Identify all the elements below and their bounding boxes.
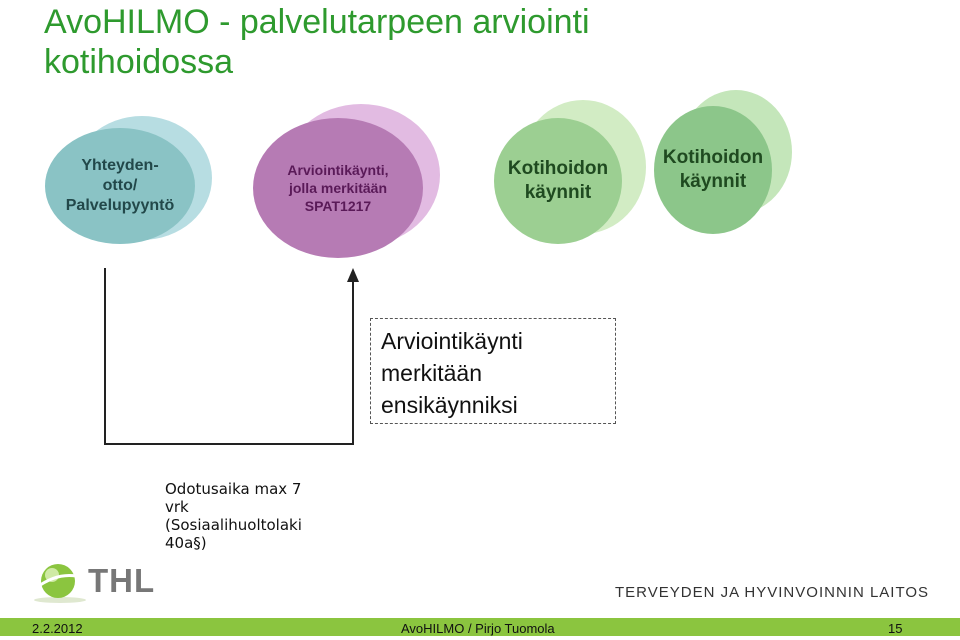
callout-line-1: Arviointikäynti [381, 328, 523, 354]
visits2-line-1: Kotihoidon [662, 147, 764, 168]
arrow-up-icon [347, 268, 359, 282]
timeline-left-line [104, 268, 106, 444]
assessment-step-line-2: jolla merkitään [288, 180, 388, 196]
visits-step-circle-1: Kotihoidon käynnit [494, 118, 622, 244]
footer-center-text: AvoHILMO / Pirjo Tuomola [401, 621, 555, 636]
assessment-step-line-1: Arviointikäynti, [287, 162, 389, 178]
timeline-bottom-line [104, 443, 354, 445]
note-line-4: 40a§) [165, 534, 207, 552]
title-line-2: kotihoidossa [44, 43, 234, 81]
contact-step-line-2: otto/ [102, 177, 138, 194]
thl-logo-icon [34, 564, 86, 603]
note-line-1: Odotusaika max 7 [165, 480, 302, 498]
title-line-1: AvoHILMO - palvelutarpeen arviointi [44, 3, 590, 41]
note-line-2: vrk [165, 498, 189, 516]
callout-line-2: merkitään [381, 360, 482, 386]
callout-line-3: ensikäynniksi [381, 392, 518, 418]
visits-step-circle-2: Kotihoidon käynnit [654, 106, 772, 234]
visits1-line-2: käynnit [524, 182, 592, 203]
footer-bar: 2.2.2012 AvoHILMO / Pirjo Tuomola 15 [0, 618, 960, 636]
waiting-time-note: Odotusaika max 7 vrk (Sosiaalihuoltolaki… [165, 480, 302, 552]
visits2-line-2: käynnit [679, 171, 747, 192]
callout-box: Arviointikäynti merkitään ensikäynniksi [370, 318, 616, 424]
institution-name: TERVEYDEN JA HYVINVOINNIN LAITOS [615, 584, 930, 601]
note-line-3: (Sosiaalihuoltolaki [165, 516, 302, 534]
timeline-right-line [352, 280, 354, 445]
footer-date: 2.2.2012 [32, 621, 83, 636]
page-number: 15 [888, 621, 903, 636]
contact-step-line-3: Palvelupyyntö [65, 197, 175, 214]
thl-logo-text: THL [88, 562, 156, 599]
assessment-step-line-3: SPAT1217 [304, 198, 372, 214]
visits1-line-1: Kotihoidon [507, 158, 609, 179]
assessment-step-circle: Arviointikäynti, jolla merkitään SPAT121… [253, 118, 423, 258]
contact-step-circle: Yhteyden- otto/ Palvelupyyntö [45, 128, 195, 244]
slide-title: AvoHILMO - palvelutarpeen arviointi koti… [44, 2, 924, 82]
contact-step-line-1: Yhteyden- [81, 157, 159, 174]
